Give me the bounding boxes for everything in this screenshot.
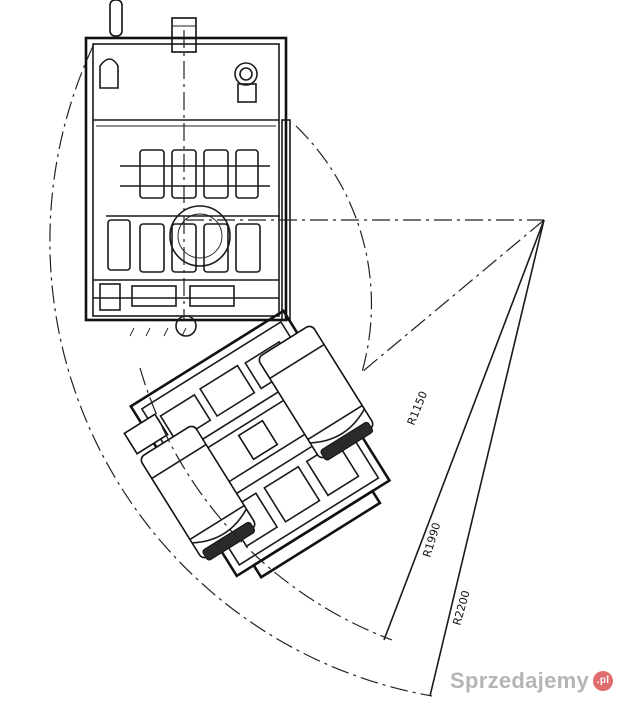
watermark-badge: .pl <box>593 671 614 691</box>
dim-r1150: R1150 <box>405 389 430 427</box>
rear-wheel-left <box>140 425 256 561</box>
turning-arcs <box>49 43 433 697</box>
dimension-labels: R1150 R1990 R2200 <box>405 389 473 627</box>
rear-wheel-right <box>258 325 374 461</box>
grille-upper <box>120 149 270 199</box>
grille-lower <box>106 215 280 273</box>
center-lines <box>183 30 544 320</box>
radius-lines <box>361 219 545 697</box>
dim-r1990: R1990 <box>420 521 443 559</box>
watermark: Sprzedajemy .pl <box>450 668 614 694</box>
front-body <box>84 0 291 337</box>
watermark-text: Sprzedajemy <box>450 668 590 693</box>
